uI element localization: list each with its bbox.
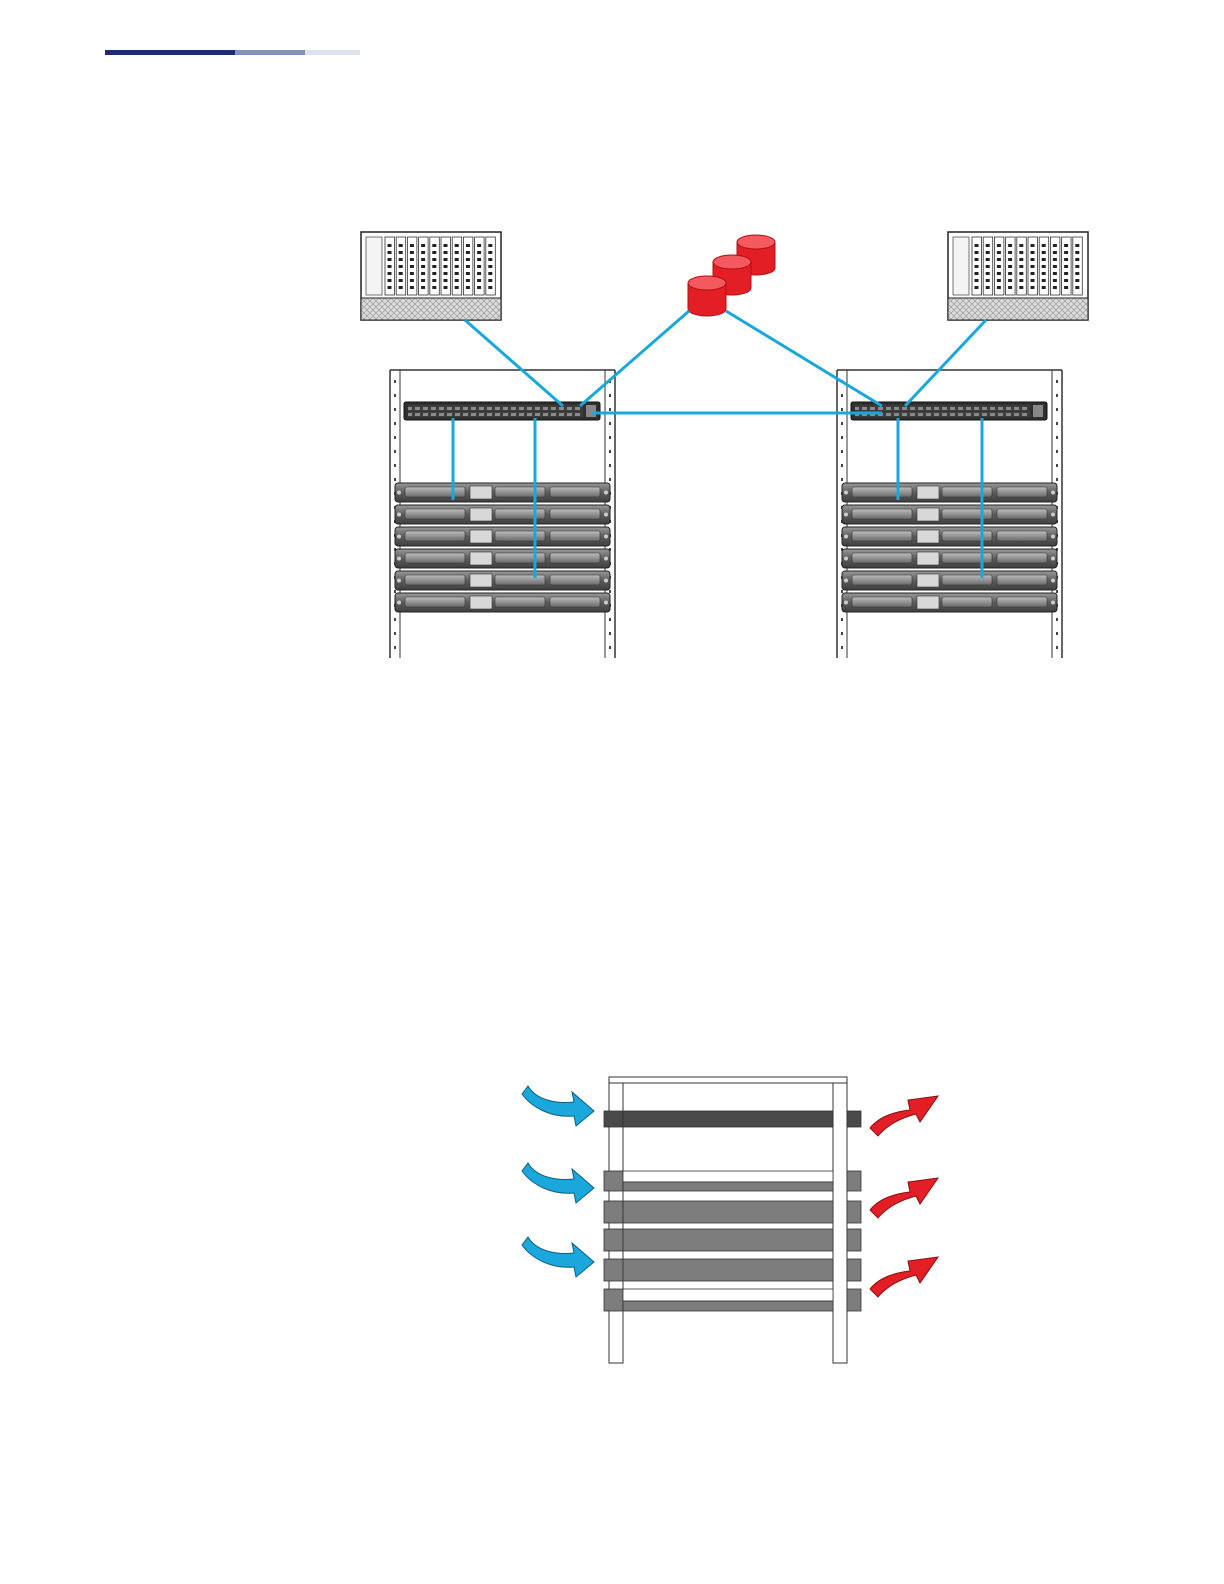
airflow-rack-device	[623, 1259, 833, 1281]
airflow-rack-device	[623, 1229, 833, 1251]
airflow-rack-device	[623, 1111, 833, 1127]
exhaust-airflow-arrow	[870, 1257, 938, 1297]
airflow-rack-ear	[604, 1201, 623, 1223]
airflow-rack-frame	[604, 1077, 861, 1363]
airflow-rack-ear	[604, 1289, 623, 1311]
airflow-rack-ear	[847, 1259, 861, 1281]
airflow-rack-ear	[604, 1259, 623, 1281]
airflow-rack-device	[623, 1201, 833, 1223]
inlet-airflow-arrow	[522, 1163, 594, 1203]
airflow-rack-ear	[847, 1111, 861, 1127]
airflow-rack-ear	[604, 1171, 623, 1191]
airflow-rack-ear	[847, 1229, 861, 1251]
airflow-rack-blank-space	[623, 1289, 833, 1301]
airflow-rack-blank-space	[623, 1171, 833, 1182]
inlet-airflow-arrow	[522, 1237, 594, 1277]
airflow-rack-ear	[847, 1171, 861, 1191]
airflow-rack-ear	[604, 1229, 623, 1251]
exhaust-airflow-arrow	[870, 1096, 938, 1136]
exhaust-airflow-arrow	[870, 1178, 938, 1218]
airflow-rack-top	[609, 1077, 847, 1083]
airflow-rack-ear	[847, 1201, 861, 1223]
airflow-rack-ear	[604, 1111, 623, 1127]
inlet-airflow-arrow	[522, 1086, 594, 1126]
airflow-rack-device	[623, 1182, 833, 1191]
airflow-rack-post-right	[833, 1083, 847, 1363]
airflow-rack-ear	[847, 1289, 861, 1311]
airflow-rack-device	[623, 1301, 833, 1311]
